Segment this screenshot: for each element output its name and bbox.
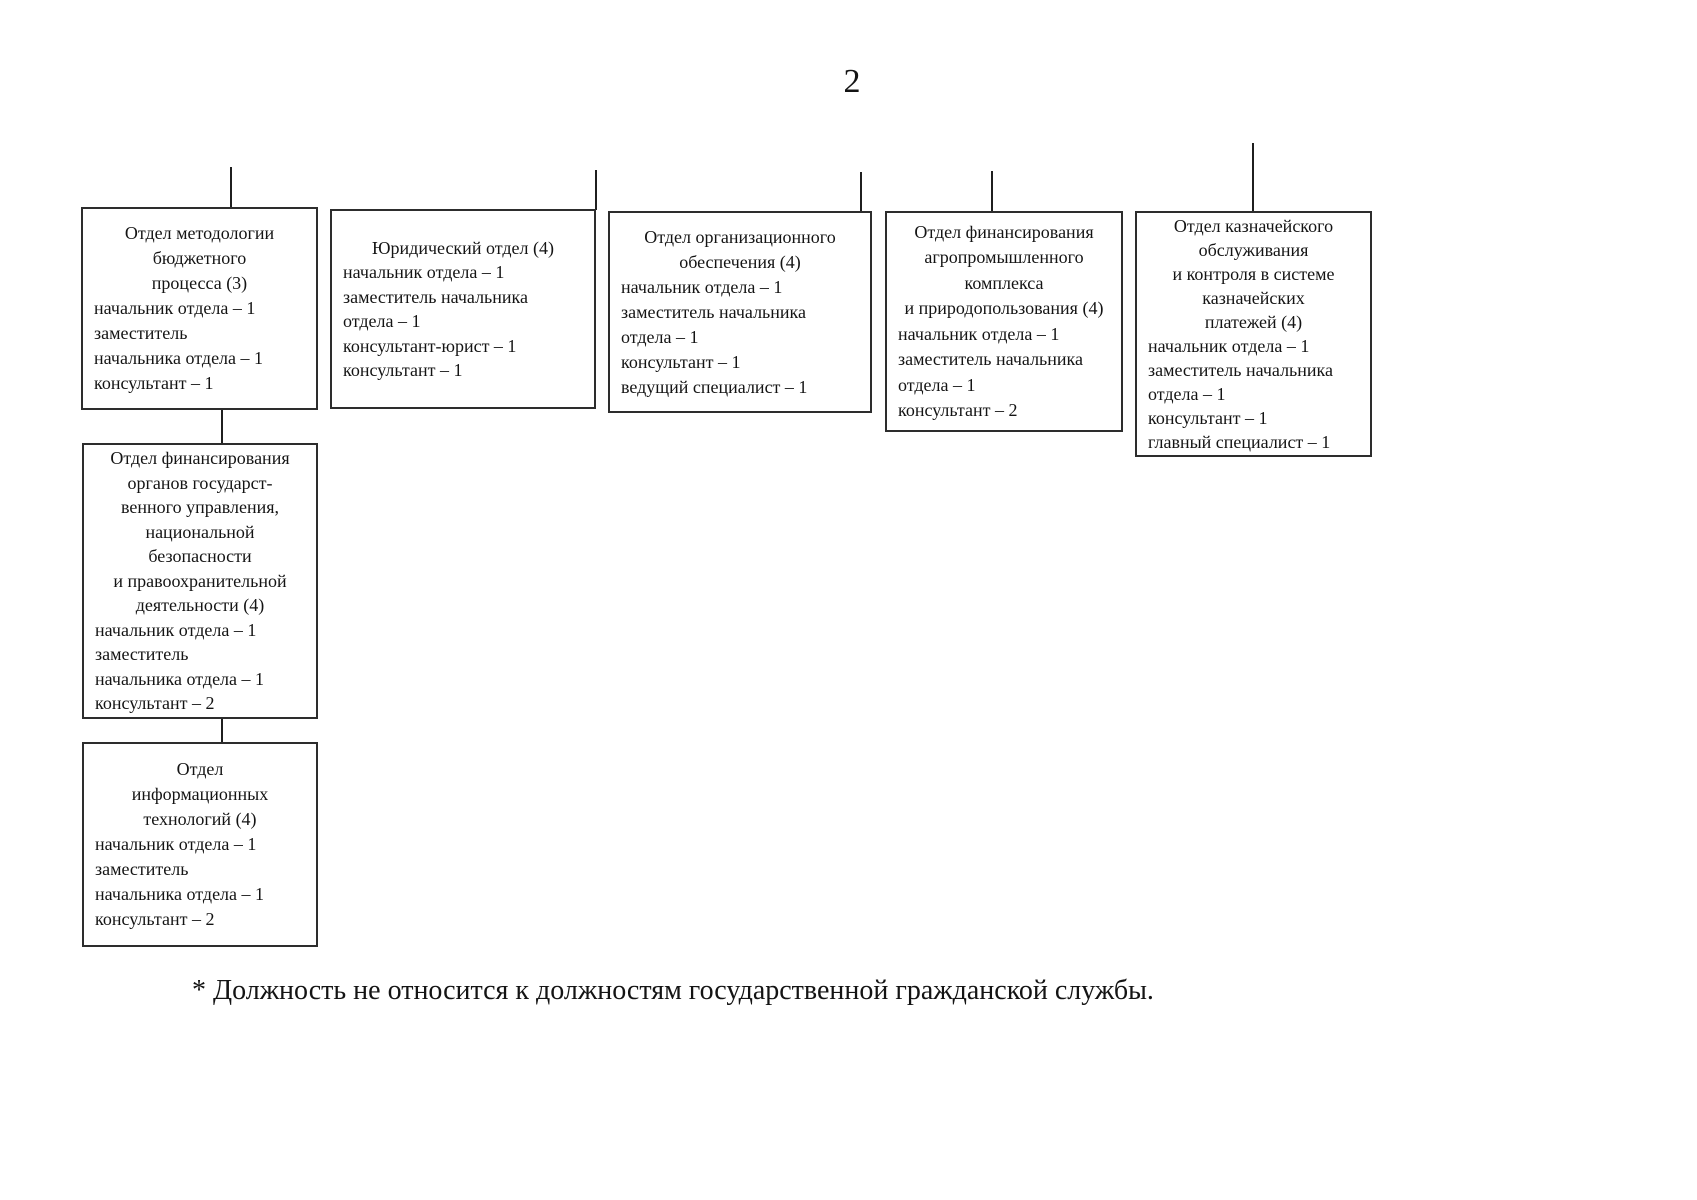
connector-line — [595, 170, 597, 210]
box-staff-list: начальник отдела – 1 заместитель начальник… — [95, 832, 305, 932]
text-line: обеспечения (4) — [679, 251, 801, 272]
text-line: отдела – 1 — [898, 374, 976, 395]
org-box-legal: Юридический отдел (4) начальник отдела –… — [330, 209, 596, 409]
text-line: агропромышленного — [924, 247, 1084, 267]
box-staff-list: начальник отдела – 1 заместитель начальник… — [95, 618, 305, 716]
box-title: Отдел финансирования органов государст-ве… — [95, 446, 305, 618]
footnote: * Должность не относится к должностям го… — [192, 975, 1154, 1006]
box-staff-list: начальник отдела – 1 заместитель начальник… — [94, 296, 305, 396]
text-line: консультант – 2 — [95, 909, 215, 929]
text-line: бюджетного — [152, 248, 247, 268]
box-staff-list: начальник отдела – 1 заместитель начальни… — [898, 322, 1110, 424]
org-box-organizational-support: Отдел организационного обеспечения (4) на… — [608, 211, 872, 413]
text-line: ведущий специалист – 1 — [621, 376, 808, 397]
text-line: Отдел казначейского — [1173, 216, 1334, 236]
connector-line — [1252, 143, 1254, 212]
text-line: Отдел организационного — [644, 226, 836, 247]
box-title: Юридический отдел (4) — [343, 236, 583, 261]
text-line: заместитель начальника — [1148, 360, 1333, 380]
text-line: начальник отдела – 1 — [1148, 336, 1310, 356]
text-line: заместитель — [95, 859, 189, 879]
text-line: заместитель — [94, 323, 188, 343]
connector-line — [860, 172, 862, 212]
text-line: консультант-юрист – 1 — [343, 335, 517, 356]
box-title: Отдел организационного обеспечения (4) — [621, 225, 859, 275]
text-line: начальник отдела – 1 — [95, 619, 257, 640]
text-line: и природопользования (4) — [904, 298, 1104, 318]
text-line: заместитель начальника — [621, 301, 806, 322]
page-number: 2 — [843, 63, 861, 100]
text-line: национальной — [145, 521, 255, 542]
text-line: заместитель начальника — [343, 286, 528, 307]
org-box-treasury-service: Отдел казначейского обслуживания и контрол… — [1135, 211, 1372, 457]
text-line: консультант – 2 — [898, 400, 1018, 420]
text-line: консультант – 1 — [1148, 408, 1268, 428]
connector-line — [991, 171, 993, 212]
text-line: начальника отдела – 1 — [94, 348, 264, 368]
text-line: консультант – 1 — [94, 373, 214, 393]
text-line: начальник отдела – 1 — [898, 323, 1060, 344]
text-line: деятельности (4) — [135, 595, 265, 616]
box-staff-list: начальник отдела – 1 заместитель начальни… — [343, 260, 583, 383]
text-line: казначейских — [1202, 288, 1305, 308]
org-box-gov-bodies-finance: Отдел финансирования органов государст-ве… — [82, 443, 318, 719]
text-line: отдела – 1 — [621, 326, 699, 347]
text-line: Отдел финансирования — [110, 448, 290, 469]
box-title: Отдел казначейского обслуживания и контрол… — [1148, 214, 1359, 334]
connector-line — [221, 719, 223, 743]
text-line: начальник отдела – 1 — [343, 262, 505, 282]
box-title: Отдел финансирования агропромышленного ком… — [898, 220, 1110, 322]
text-line: консультант – 1 — [621, 351, 741, 372]
text-line: Отдел — [176, 759, 224, 779]
text-line: Юридический отдел (4) — [372, 237, 554, 258]
text-line: отдела – 1 — [343, 311, 421, 331]
org-box-agro-industry-finance: Отдел финансирования агропромышленного ком… — [885, 211, 1123, 432]
text-line: главный специалист – 1 — [1148, 432, 1331, 452]
text-line: начальник отдела – 1 — [95, 834, 257, 854]
text-line: информационных — [131, 784, 269, 804]
text-line: отдела – 1 — [1148, 384, 1226, 404]
connector-line — [221, 409, 223, 444]
text-line: процесса (3) — [151, 273, 248, 293]
text-line: обслуживания — [1198, 240, 1309, 260]
text-line: начальника отдела – 1 — [95, 884, 265, 904]
box-staff-list: начальник отдела – 1 заместитель начальни… — [1148, 334, 1359, 454]
org-box-information-technology: Отдел информационных технологий (4) началь… — [82, 742, 318, 947]
text-line: Отдел финансирования — [914, 221, 1094, 242]
text-line: комплекса — [964, 272, 1044, 293]
text-line: органов государст- — [127, 472, 273, 493]
text-line: и контроля в системе — [1172, 264, 1335, 284]
text-line: технологий (4) — [143, 809, 257, 829]
text-line: заместитель начальника — [898, 349, 1083, 369]
text-line: и правоохранительной — [113, 570, 287, 591]
text-line: начальника отдела – 1 — [95, 668, 265, 689]
text-line: венного управления, — [121, 497, 279, 518]
text-line: консультант – 1 — [343, 360, 463, 380]
text-line: начальник отдела – 1 — [94, 298, 256, 318]
text-line: платежей (4) — [1204, 312, 1303, 332]
text-line: начальник отдела – 1 — [621, 276, 783, 297]
connector-line — [230, 167, 232, 208]
text-line: консультант – 2 — [95, 693, 215, 714]
text-line: заместитель — [95, 644, 189, 665]
text-line: безопасности — [148, 546, 252, 567]
box-title: Отдел методологии бюджетного процесса (3) — [94, 221, 305, 296]
box-title: Отдел информационных технологий (4) — [95, 757, 305, 832]
text-line: Отдел методологии — [124, 223, 275, 243]
box-staff-list: начальник отдела – 1 заместитель начальни… — [621, 275, 859, 400]
